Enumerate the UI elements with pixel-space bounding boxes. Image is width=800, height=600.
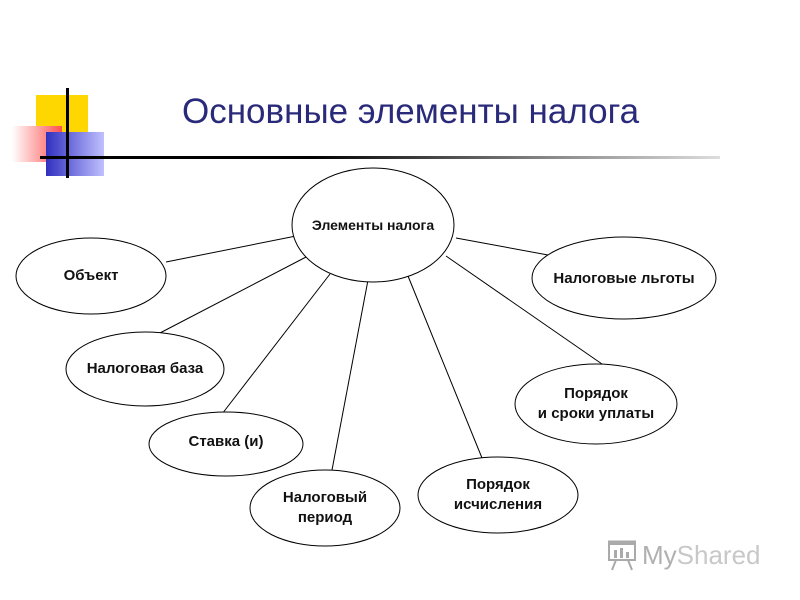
- node-label-lgoty: Налоговые льготы: [553, 269, 694, 289]
- watermark-my: My: [642, 540, 677, 570]
- node-label-uplata-line1: Порядок: [538, 384, 654, 404]
- node-label-ischislenie-line2: исчисления: [454, 495, 542, 515]
- node-label-period-line2: период: [283, 508, 367, 528]
- connector-lgoty: [456, 238, 548, 255]
- connector-objekt: [166, 236, 296, 262]
- node-label-stavka: Ставка (и): [189, 432, 264, 452]
- connector-baza: [158, 256, 308, 334]
- node-label-baza: Налоговая база: [87, 359, 204, 379]
- watermark-rest: Shared: [677, 540, 761, 570]
- watermark: MyShared: [606, 538, 761, 572]
- node-label-objekt: Объект: [64, 266, 119, 286]
- node-label-uplata-line2: и сроки уплаты: [538, 404, 654, 424]
- node-label-ischislenie-line1: Порядок: [454, 475, 542, 495]
- presentation-board-icon: [606, 538, 638, 572]
- node-label-uplata: Порядок и сроки уплаты: [538, 384, 654, 424]
- watermark-text: MyShared: [642, 540, 761, 571]
- node-label-period: Налоговый период: [283, 488, 367, 528]
- center-label: Элементы налога: [312, 215, 434, 235]
- connector-stavka: [222, 274, 330, 414]
- node-label-ischislenie: Порядок исчисления: [454, 475, 542, 515]
- connector-period: [332, 280, 368, 470]
- connector-ischislenie: [408, 276, 482, 458]
- node-label-period-line1: Налоговый: [283, 488, 367, 508]
